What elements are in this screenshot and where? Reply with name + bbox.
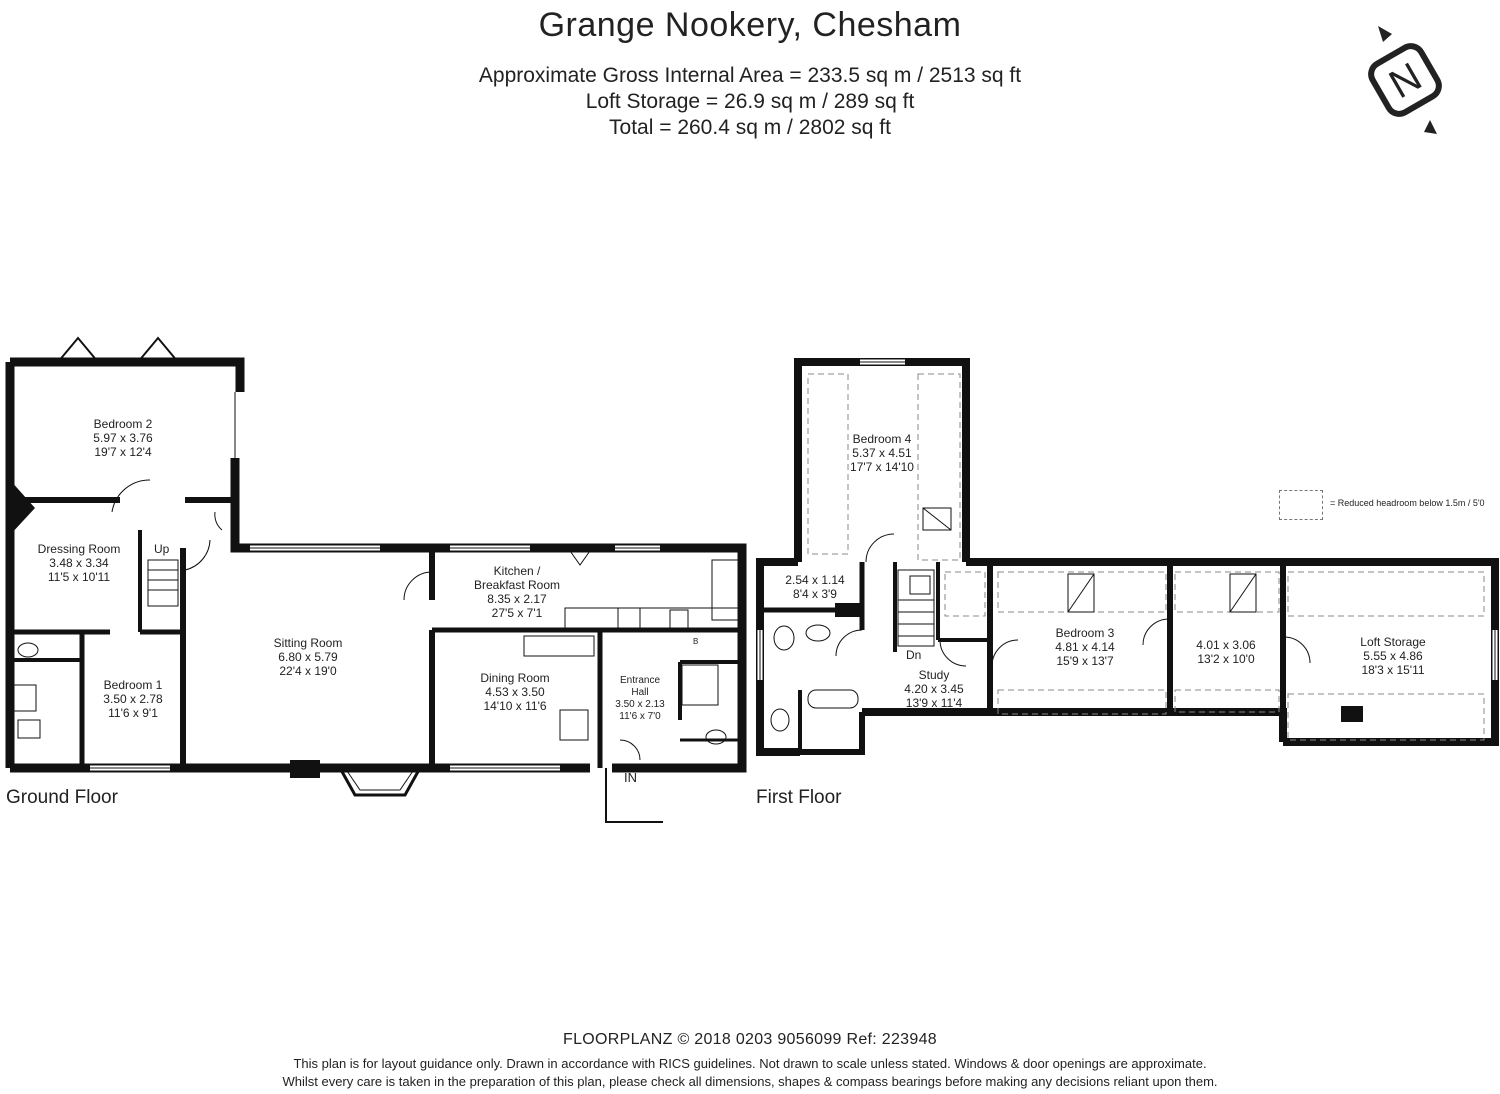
room-imperial: 22'4 x 19'0 (279, 664, 337, 678)
room-metric: 6.80 x 5.79 (278, 650, 338, 664)
first-floor-label: First Floor (756, 787, 842, 808)
room-small-room: 2.54 x 1.14 8'4 x 3'9 (785, 573, 844, 601)
footer-disclaimer-2: Whilst every care is taken in the prepar… (282, 1074, 1218, 1089)
room-entrance-hall: Entrance Hall 3.50 x 2.13 11'6 x 7'0 (615, 675, 664, 723)
room-metric: 4.01 x 3.06 (1196, 638, 1256, 652)
footer-disclaimer-1: This plan is for layout guidance only. D… (293, 1056, 1207, 1071)
room-name: Study (918, 668, 950, 682)
room-imperial: 17'7 x 14'10 (850, 460, 914, 474)
room-bedroom-3: Bedroom 3 4.81 x 4.14 15'9 x 13'7 (1055, 626, 1114, 668)
stairs-down-label: Dn (906, 648, 922, 662)
reduced-headroom-legend-swatch (1279, 490, 1323, 520)
plan-title: Grange Nookery, Chesham (538, 6, 962, 44)
gross-area-text: Approximate Gross Internal Area = 233.5 … (478, 64, 1022, 87)
room-name: Entrance (619, 675, 661, 686)
footer-brand: FLOORPLANZ © 2018 0203 9056099 Ref: 2239… (563, 1031, 937, 1048)
room-metric: 5.97 x 3.76 (93, 431, 153, 445)
room-imperial: 15'9 x 13'7 (1056, 654, 1114, 668)
reduced-headroom-legend-text: = Reduced headroom below 1.5m / 5'0 (1330, 498, 1485, 508)
room-name: Kitchen / (493, 564, 541, 578)
compass-icon: N (1368, 26, 1442, 134)
room-imperial: 14'10 x 11'6 (483, 699, 547, 713)
room-imperial: 11'6 x 7'0 (619, 711, 661, 722)
room-metric: 3.50 x 2.78 (103, 692, 163, 706)
room-imperial: 11'6 x 9'1 (108, 706, 158, 720)
room-study: Study 4.20 x 3.45 13'9 x 11'4 (904, 668, 963, 710)
room-dressing-room: Dressing Room 3.48 x 3.34 11'5 x 10'11 (38, 542, 121, 584)
room-metric: 4.20 x 3.45 (904, 682, 964, 696)
room-name: Dressing Room (37, 542, 121, 556)
room-imperial: 8'4 x 3'9 (793, 587, 837, 601)
room-imperial: 19'7 x 12'4 (94, 445, 152, 459)
loft-area-text: Loft Storage = 26.9 sq m / 289 sq ft (585, 90, 915, 113)
room-metric: 4.81 x 4.14 (1055, 640, 1115, 654)
room-imperial: 13'2 x 10'0 (1197, 652, 1255, 666)
room-name: Dining Room (480, 671, 550, 685)
ground-floor-label: Ground Floor (6, 787, 118, 808)
total-area-text: Total = 260.4 sq m / 2802 sq ft (609, 116, 891, 139)
room-metric: 2.54 x 1.14 (785, 573, 845, 587)
entrance-in-label: IN (624, 770, 637, 785)
boiler-label: B (693, 637, 699, 646)
room-metric: 3.48 x 3.34 (49, 556, 109, 570)
room-loft-storage: Loft Storage 5.55 x 4.86 18'3 x 15'11 (1360, 635, 1425, 677)
room-name: Bedroom 1 (103, 678, 163, 692)
room-imperial: 13'9 x 11'4 (905, 696, 963, 710)
room-name: Bedroom 4 (852, 432, 912, 446)
room-name-line-2: Hall (631, 687, 649, 698)
room-metric: 4.53 x 3.50 (485, 685, 545, 699)
ground-floor-plan (5, 336, 747, 823)
room-imperial: 27'5 x 7'1 (491, 606, 543, 620)
room-dining-room: Dining Room 4.53 x 3.50 14'10 x 11'6 (480, 671, 549, 713)
room-unnamed: 4.01 x 3.06 13'2 x 10'0 (1196, 638, 1255, 666)
room-metric: 3.50 x 2.13 (615, 699, 665, 710)
first-floor-plan (756, 358, 1499, 756)
room-name: Bedroom 2 (93, 417, 153, 431)
room-name: Loft Storage (1360, 635, 1426, 649)
room-metric: 5.37 x 4.51 (852, 446, 912, 460)
room-metric: 5.55 x 4.86 (1363, 649, 1423, 663)
room-kitchen: Kitchen / Breakfast Room 8.35 x 2.17 27'… (474, 564, 560, 620)
room-bedroom-4: Bedroom 4 5.37 x 4.51 17'7 x 14'10 (850, 432, 914, 474)
room-metric: 8.35 x 2.17 (487, 592, 547, 606)
room-name: Bedroom 3 (1055, 626, 1115, 640)
room-name: Sitting Room (273, 636, 343, 650)
room-sitting-room: Sitting Room 6.80 x 5.79 22'4 x 19'0 (274, 636, 343, 678)
room-imperial: 18'3 x 15'11 (1361, 663, 1425, 677)
stairs-up-label: Up (154, 542, 170, 556)
room-bedroom-1: Bedroom 1 3.50 x 2.78 11'6 x 9'1 (103, 678, 162, 720)
room-bedroom-2: Bedroom 2 5.97 x 3.76 19'7 x 12'4 (93, 417, 152, 459)
room-imperial: 11'5 x 10'11 (47, 570, 111, 584)
room-name-line-2: Breakfast Room (473, 578, 561, 592)
